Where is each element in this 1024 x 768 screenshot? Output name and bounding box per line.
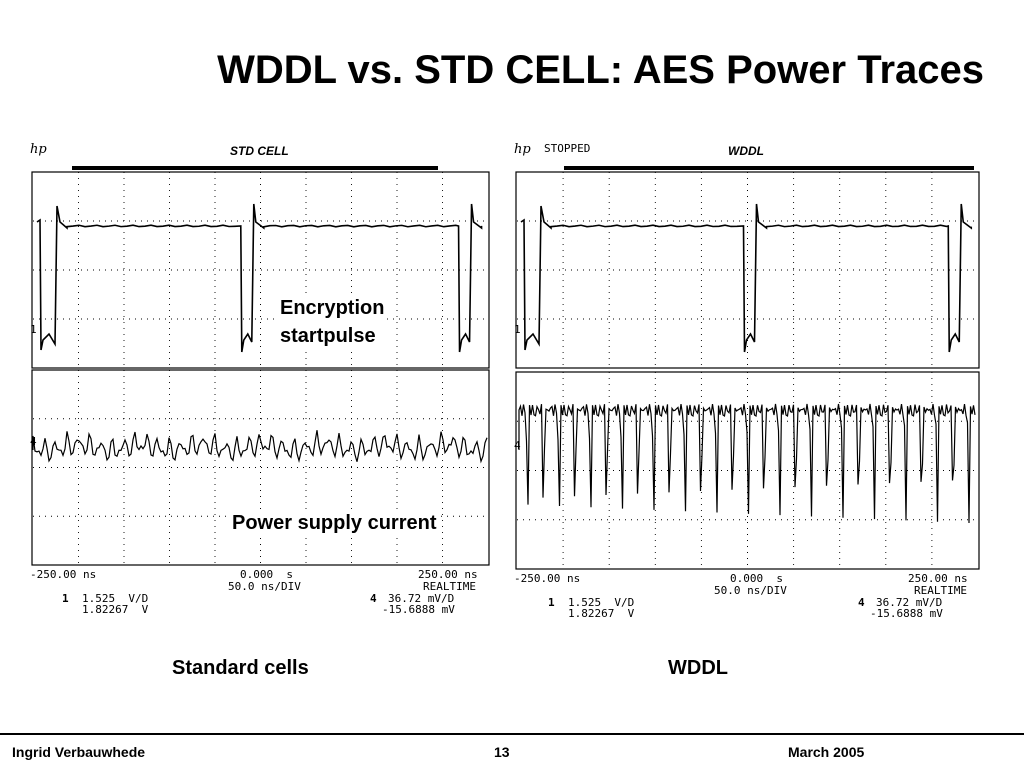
time-right: 250.00 ns — [418, 568, 478, 581]
annotation-power-supply-current: Power supply current — [230, 509, 439, 537]
timebase: 50.0 ns/DIV — [228, 580, 301, 593]
scope-wddl: 1 4 hp STOPPED WDDL -250.00 ns 0.000 s 2… — [512, 140, 980, 620]
ch1-marker: 1 — [30, 323, 37, 336]
oscilloscope-display: 1 4 — [30, 166, 490, 566]
footer-divider — [0, 733, 1024, 735]
ch1-number: 1 — [62, 592, 69, 605]
ch1-trace-startpulse — [36, 203, 483, 353]
acq-mode: REALTIME — [423, 580, 476, 593]
scope-status-stopped: STOPPED — [544, 142, 591, 155]
ch1-scale: 1.525 V/D — [82, 592, 149, 605]
ch1-offset: 1.82267 V — [82, 603, 149, 616]
scope-label-wddl: WDDL — [728, 144, 764, 158]
caption-wddl: WDDL — [668, 657, 728, 679]
annotation-encryption-startpulse: Encryption startpulse — [278, 294, 387, 350]
scope-label-std-cell: STD CELL — [230, 144, 289, 158]
annotation-line-1: Encryption — [280, 297, 385, 319]
ch4-marker: 4 — [514, 439, 521, 452]
record-bar — [564, 166, 974, 170]
timebase: 50.0 ns/DIV — [714, 584, 787, 597]
ch4-number: 4 — [858, 596, 865, 609]
ch4-number: 4 — [370, 592, 377, 605]
ch4-offset: -15.6888 mV — [870, 607, 943, 620]
footer-author: Ingrid Verbauwhede — [12, 744, 146, 760]
ch1-number: 1 — [548, 596, 555, 609]
ch1-marker: 1 — [514, 323, 521, 336]
ch4-trace-power-current — [518, 403, 976, 524]
time-center: 0.000 s — [730, 572, 783, 585]
screen-bottom-frame — [31, 369, 490, 566]
time-right: 250.00 ns — [908, 572, 968, 585]
annotation-line-2: startpulse — [280, 325, 376, 347]
screen-bottom-frame — [515, 371, 980, 570]
slide-title: WDDL vs. STD CELL: AES Power Traces — [217, 48, 984, 92]
ch4-scale: 36.72 mV/D — [388, 592, 455, 605]
hp-logo: hp — [30, 142, 47, 157]
oscilloscope-display: 1 4 — [514, 166, 980, 570]
time-center: 0.000 s — [240, 568, 293, 581]
footer-date: March 2005 — [788, 744, 865, 760]
ch4-scale: 36.72 mV/D — [876, 596, 943, 609]
ch1-trace-startpulse — [520, 203, 973, 353]
caption-standard-cells: Standard cells — [172, 657, 309, 679]
ch1-scale: 1.525 V/D — [568, 596, 635, 609]
ch4-trace-power-current — [32, 430, 488, 464]
grid-top — [517, 172, 978, 368]
hp-logo: hp — [514, 142, 531, 157]
screen-top-frame — [515, 171, 980, 369]
grid-top — [33, 172, 488, 368]
time-left: -250.00 ns — [514, 572, 581, 585]
ch4-offset: -15.6888 mV — [382, 603, 455, 616]
screen-top-frame — [31, 171, 490, 369]
record-bar — [72, 166, 438, 170]
footer-page-number: 13 — [494, 744, 510, 760]
ch4-marker: 4 — [30, 435, 37, 448]
scope-std-cell: 1 4 hp STD CELL Encryption startpulse Po… — [28, 140, 496, 620]
acq-mode: REALTIME — [914, 584, 967, 597]
grid-bottom — [517, 372, 978, 569]
time-left: -250.00 ns — [30, 568, 97, 581]
ch1-offset: 1.82267 V — [568, 607, 635, 620]
